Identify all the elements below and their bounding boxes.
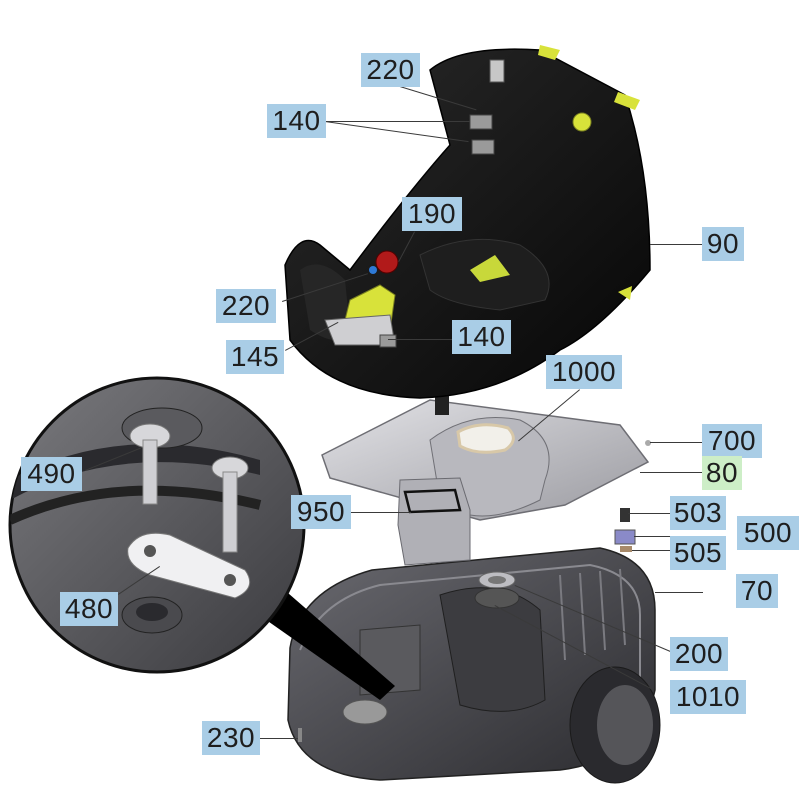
callout-490: 490 — [21, 457, 82, 491]
callout-80: 80 — [702, 456, 742, 490]
callout-145: 145 — [226, 340, 284, 374]
leader-500 — [634, 536, 702, 537]
callout-140-lower: 140 — [452, 320, 511, 354]
callout-140-upper: 140 — [267, 104, 326, 138]
callout-1000: 1000 — [546, 355, 622, 389]
callout-200: 200 — [670, 637, 728, 671]
callout-70: 70 — [736, 574, 778, 608]
leader-90 — [650, 244, 702, 245]
callout-950: 950 — [291, 495, 351, 529]
callout-505: 505 — [670, 536, 726, 570]
callout-480: 480 — [60, 592, 118, 626]
detail-inset — [8, 376, 395, 700]
callout-90: 90 — [702, 227, 744, 261]
leader-230 — [260, 738, 298, 739]
leader-505 — [632, 550, 670, 551]
leader-503 — [628, 513, 670, 514]
cover-plate — [321, 395, 651, 566]
callout-220-upper: 220 — [361, 53, 420, 87]
leader-140a-1 — [325, 121, 470, 122]
callout-220-lower: 220 — [216, 289, 276, 323]
callout-500: 500 — [737, 516, 799, 550]
leader-700 — [650, 442, 702, 443]
leader-140b — [388, 339, 452, 340]
leader-70 — [655, 592, 703, 593]
leader-80 — [640, 472, 702, 473]
callout-190: 190 — [402, 197, 462, 231]
callout-700: 700 — [702, 424, 762, 458]
leader-950 — [351, 512, 411, 513]
callout-503: 503 — [670, 496, 726, 530]
callout-1010: 1010 — [670, 680, 746, 714]
callout-230: 230 — [202, 721, 260, 755]
